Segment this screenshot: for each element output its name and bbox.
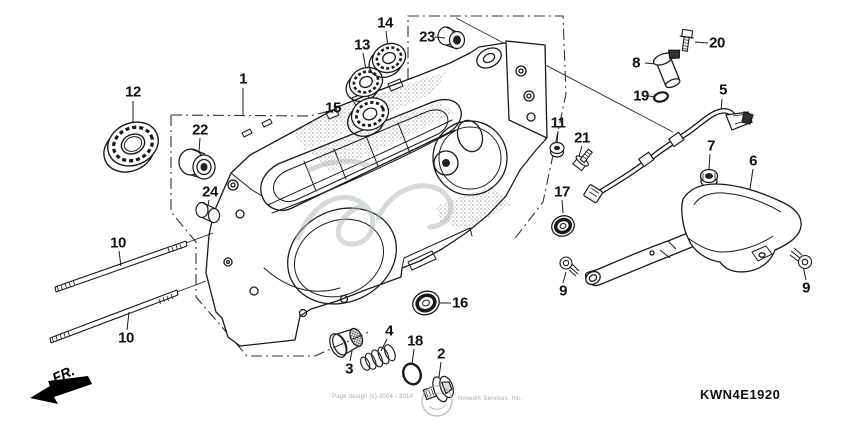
frame-diagonal-line (455, 17, 674, 133)
callout-1: 1 (239, 70, 247, 88)
callout-3: 3 (345, 360, 353, 378)
part-12-ball-bearing (103, 121, 159, 173)
callout-7: 7 (707, 137, 715, 155)
callout-4: 4 (385, 322, 393, 340)
part-24-bushing (195, 201, 221, 224)
part-2-drain-bolt (422, 375, 455, 403)
callout-14: 14 (377, 14, 393, 32)
footer-credit-right: Network Services, Inc. (458, 396, 523, 402)
callout-9-left: 9 (559, 282, 567, 300)
callout-17: 17 (554, 183, 570, 201)
part-17-oil-seal (551, 215, 575, 237)
callout-16: 16 (452, 294, 468, 312)
part-22-roller (178, 148, 216, 180)
part-5-sensor-wire (583, 108, 754, 204)
stamp-logo (421, 385, 453, 417)
group-frame-dashdot (170, 15, 567, 357)
watermark (295, 158, 454, 247)
part-8-sensor (652, 49, 681, 89)
callout-13: 13 (354, 36, 370, 54)
figure-code: KWN4E1920 (700, 387, 781, 402)
part-23-bushing (437, 26, 466, 50)
callout-12: 12 (125, 83, 141, 101)
part-3-strainer (329, 327, 364, 358)
callout-5: 5 (719, 81, 727, 99)
callout-10-bottom: 10 (118, 329, 134, 347)
part-21-bolt (572, 148, 593, 172)
fr-direction-arrow (30, 376, 92, 404)
callout-2: 2 (437, 345, 445, 363)
part-4-spring (360, 344, 396, 371)
part-20-bolt (679, 28, 694, 52)
callout-23: 23 (419, 28, 435, 46)
callout-15: 15 (325, 99, 341, 117)
callout-22: 22 (192, 121, 208, 139)
part-6-cover (681, 183, 802, 273)
callout-21: 21 (574, 129, 590, 147)
part-9-screw-right (789, 247, 813, 270)
part-16-oil-seal (412, 290, 440, 316)
callout-10-top: 10 (110, 234, 126, 252)
leader-lines (118, 30, 807, 378)
part-18-o-ring (402, 362, 422, 386)
callout-9-right: 9 (802, 279, 810, 297)
callout-11: 11 (550, 114, 566, 132)
part-10-studs (49, 232, 214, 344)
callout-8: 8 (632, 54, 640, 72)
part-19-o-ring (653, 91, 669, 103)
part-15-ball-bearing (347, 97, 390, 137)
callout-19: 19 (633, 87, 649, 105)
callout-20: 20 (709, 34, 725, 52)
callout-6: 6 (749, 152, 757, 170)
callout-24: 24 (202, 183, 218, 201)
footer-credit-left: Page design (c) 2004 - 2014 (332, 394, 414, 400)
part-14-ball-bearing (368, 42, 407, 78)
callout-18: 18 (407, 332, 423, 350)
part-11-nut (549, 141, 565, 158)
part-9-screw-left (559, 256, 580, 277)
